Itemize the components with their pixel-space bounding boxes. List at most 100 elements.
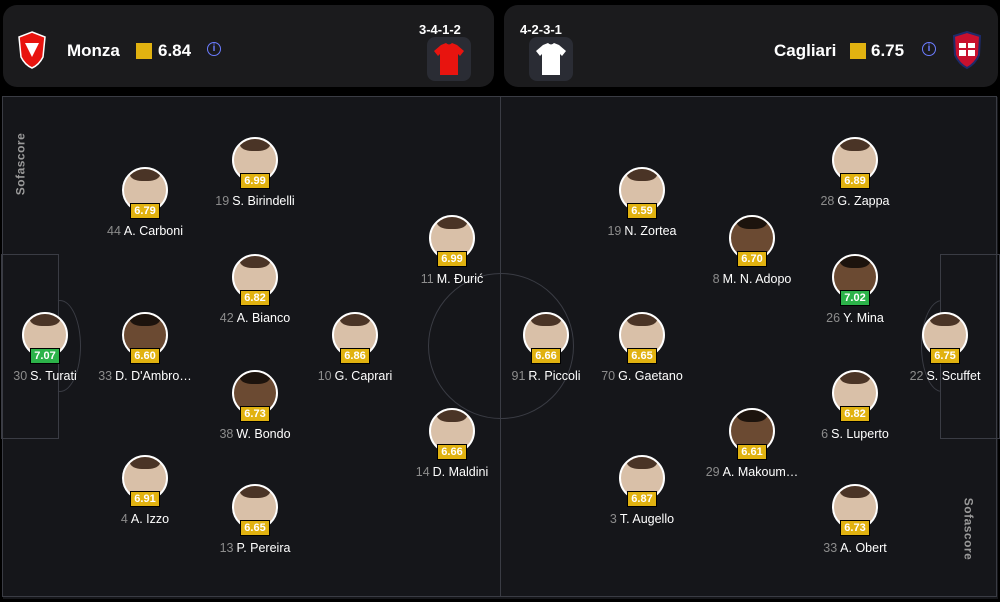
player-name: Y. Mina [843, 311, 884, 325]
player-name: S. Luperto [831, 427, 889, 441]
sofascore-watermark: Sofascore [961, 497, 976, 561]
player-rating-badge: 6.87 [627, 491, 657, 507]
player-number: 91 [511, 369, 526, 383]
shirt-icon [536, 43, 566, 75]
home-team-header[interactable]: Monza 6.84 i 3-4-1-2 [3, 5, 494, 87]
player-rating-badge: 6.61 [737, 444, 767, 460]
player-rating-badge: 6.86 [340, 348, 370, 364]
player-number: 10 [317, 369, 332, 383]
player-rating-badge: 6.99 [437, 251, 467, 267]
info-icon[interactable]: i [207, 42, 221, 56]
player-rating-badge: 6.99 [240, 173, 270, 189]
home-formation: 3-4-1-2 [419, 22, 461, 37]
player-number: 6 [821, 427, 829, 441]
player-name: A. Carboni [123, 224, 183, 238]
away-team-header[interactable]: 4-2-3-1 Cagliari 6.75 i [504, 5, 998, 87]
rating-square-icon [136, 43, 152, 59]
player-rating-badge: 6.65 [627, 348, 657, 364]
info-icon[interactable]: i [922, 42, 936, 56]
center-circle [428, 273, 574, 419]
monza-crest-icon [18, 31, 46, 69]
player-rating-badge: 6.82 [240, 290, 270, 306]
player-number: 26 [826, 311, 841, 325]
pitch: Sofascore Sofascore [1, 96, 1000, 599]
shirt-icon [434, 43, 464, 75]
player-rating-badge: 6.75 [930, 348, 960, 364]
home-team-name[interactable]: Monza [67, 41, 120, 60]
player-name: A. Obert [840, 541, 887, 555]
player-photo [619, 167, 665, 213]
player-rating-badge: 6.66 [437, 444, 467, 460]
player-number: 28 [820, 194, 835, 208]
rating-square-icon [850, 43, 866, 59]
player-name: G. Zappa [837, 194, 890, 208]
player-rating-badge: 7.02 [840, 290, 870, 306]
player-rating-badge: 6.60 [130, 348, 160, 364]
home-team-rating: 6.84 [158, 41, 192, 60]
cagliari-crest-icon [952, 31, 982, 69]
player-name: M. Đurić [436, 272, 484, 286]
player-name: A. Bianco [236, 311, 291, 325]
player-rating-badge: 6.73 [840, 520, 870, 536]
player-name: S. Turati [30, 369, 77, 383]
player-rating-badge: 6.59 [627, 203, 657, 219]
player-rating-badge: 6.91 [130, 491, 160, 507]
player-number: 19 [607, 224, 622, 238]
player-rating-badge: 6.66 [531, 348, 561, 364]
home-kit [427, 37, 471, 81]
player-photo [832, 137, 878, 183]
player-name: R. Piccoli [528, 369, 581, 383]
player-name: W. Bondo [236, 427, 291, 441]
player-number: 4 [120, 512, 128, 526]
pitch-border [2, 96, 997, 597]
player-name: A. Izzo [130, 512, 170, 526]
player-name: G. Gaetano [618, 369, 683, 383]
player-name: T. Augello [619, 512, 675, 526]
player-number: 19 [215, 194, 230, 208]
player-number: 42 [219, 311, 234, 325]
player-rating-badge: 6.70 [737, 251, 767, 267]
away-team-name[interactable]: Cagliari [774, 41, 837, 60]
player-rating-badge: 6.89 [840, 173, 870, 189]
player-rating-badge: 6.82 [840, 406, 870, 422]
player-number: 44 [107, 224, 121, 238]
player-number: 33 [823, 541, 838, 555]
player-name: D. D'Ambro… [115, 369, 192, 383]
